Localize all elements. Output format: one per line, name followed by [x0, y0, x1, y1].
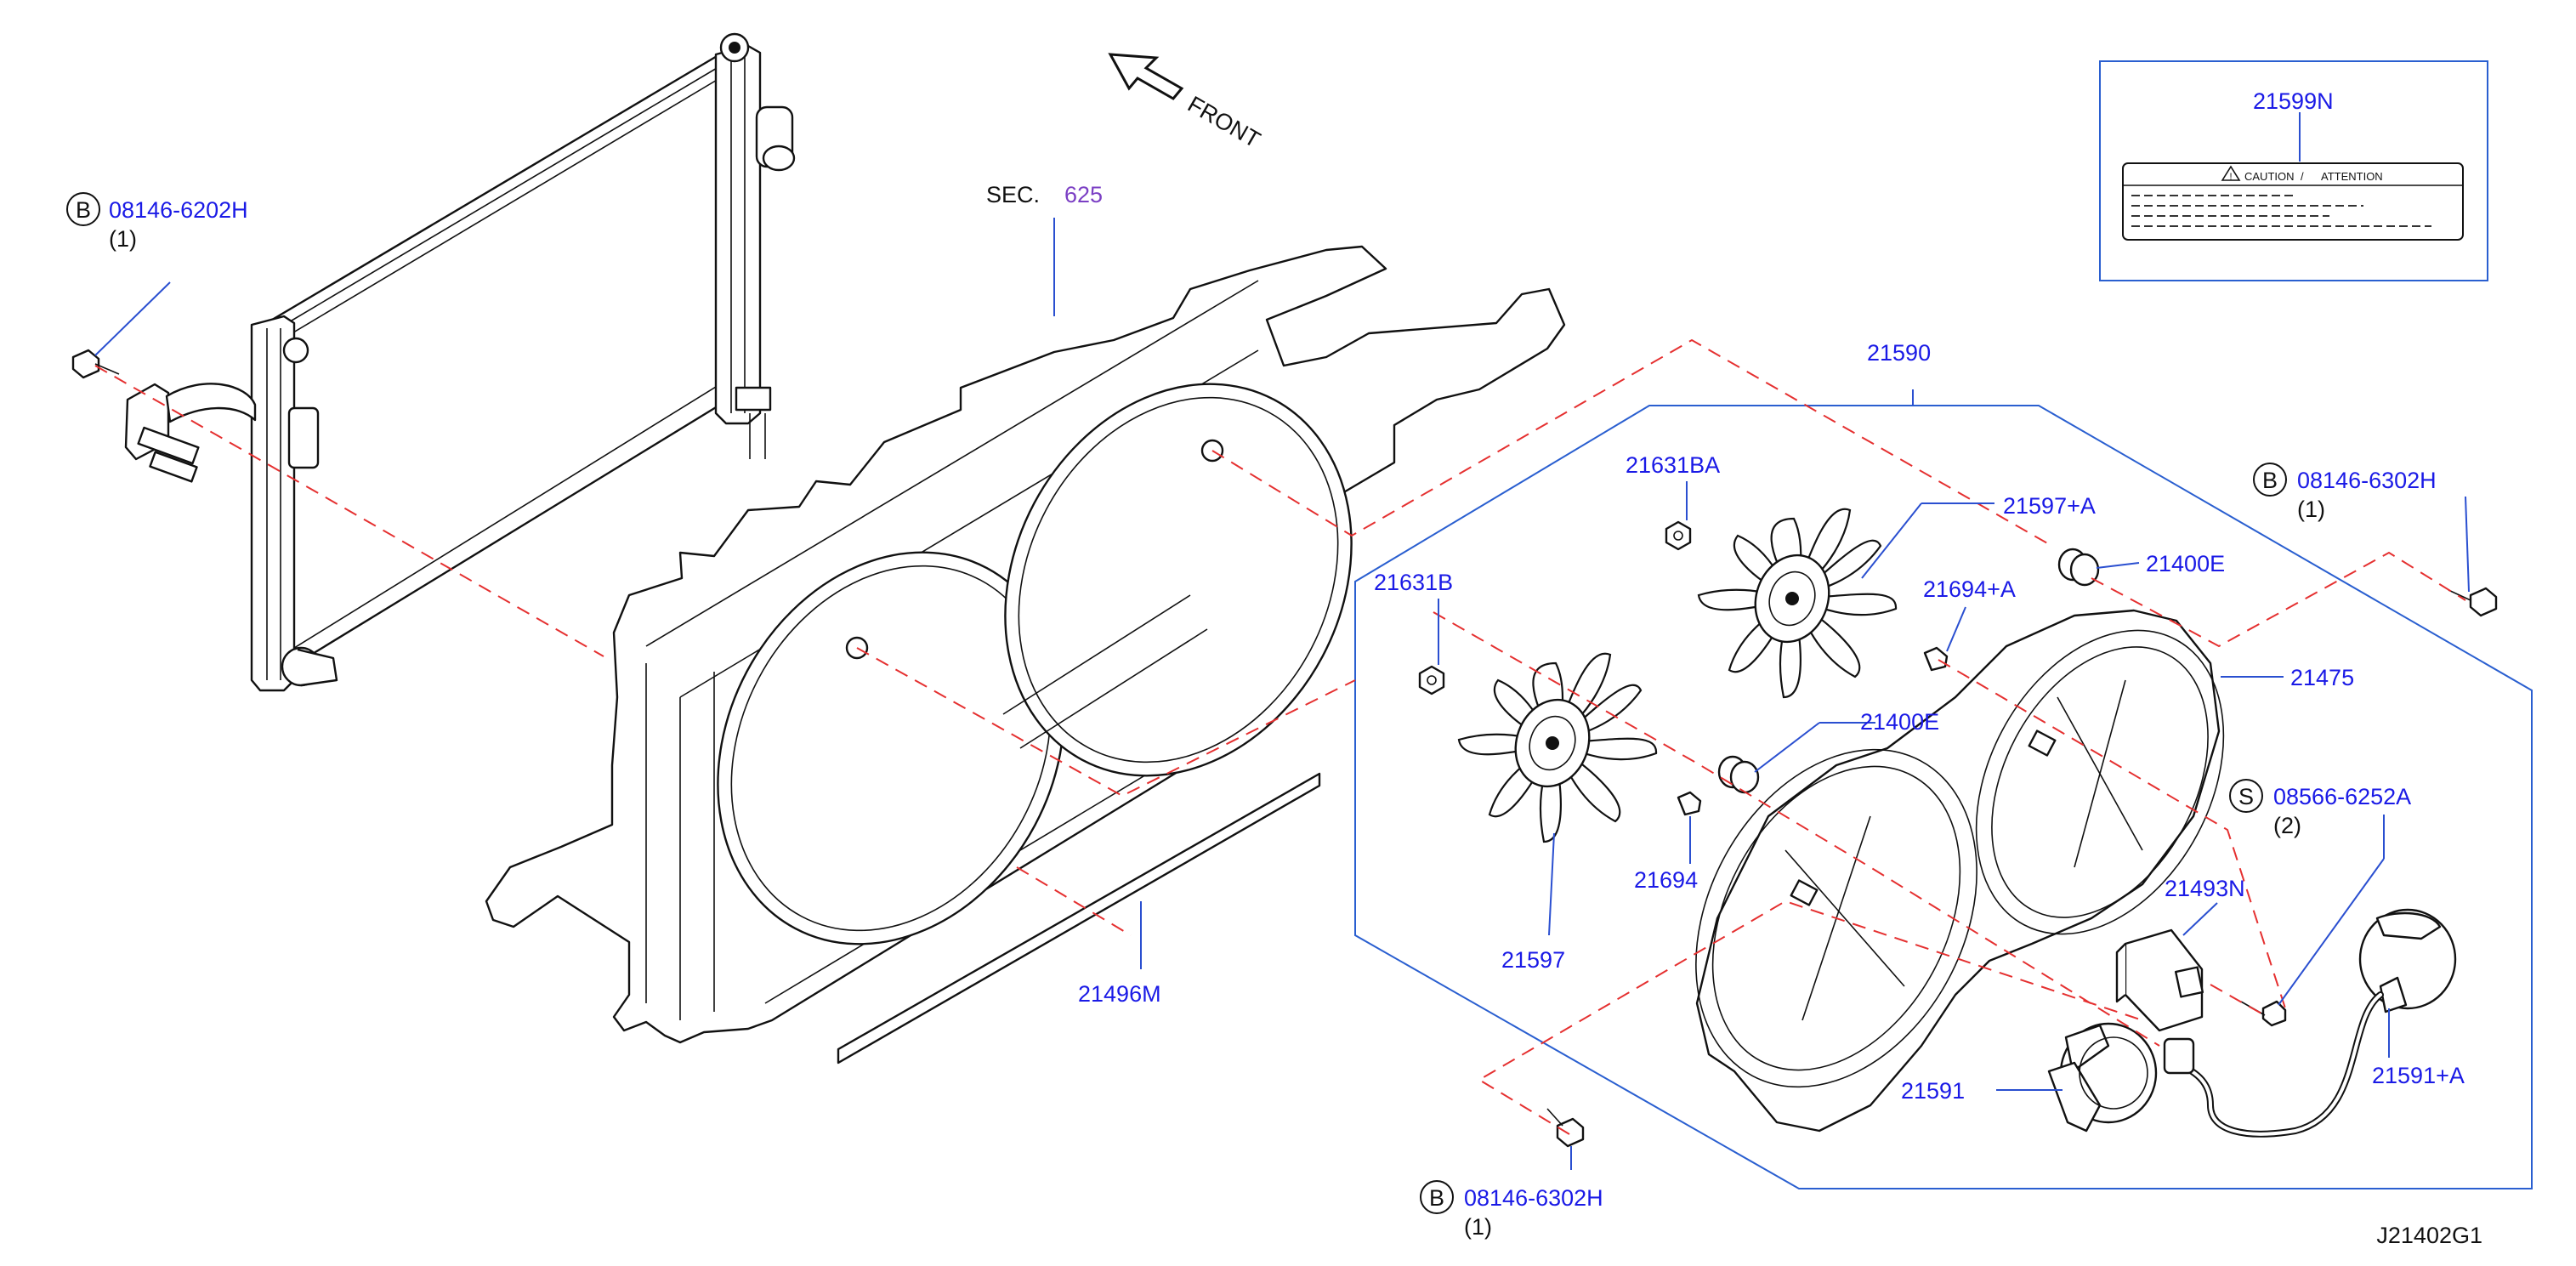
- alignment-lines: [94, 338, 2466, 1135]
- nut-21631ba-icon: [1665, 520, 1692, 551]
- bolt-right-qty: (1): [2297, 497, 2325, 522]
- section-reference: SEC. 625: [986, 182, 1103, 316]
- warning-triangle-icon: [2221, 165, 2241, 181]
- core-support-illustration: [485, 245, 1566, 1044]
- callout-bolt-top-left: B 08146-6202H (1): [66, 192, 248, 252]
- label-21694a: 21694+A: [1923, 576, 2016, 602]
- bolt-top-left-part-number: 08146-6202H: [109, 197, 248, 223]
- resistor-21493n-illustration: [2115, 928, 2204, 1032]
- front-direction-indicator: FRONT: [1108, 53, 1265, 153]
- label-21631ba: 21631BA: [1626, 452, 1720, 478]
- bolt-top-left-icon: [71, 349, 120, 379]
- screw-icon: [2240, 1000, 2287, 1027]
- seal-strip-21496m: [837, 772, 1321, 1064]
- grommet-top-icon: [2057, 548, 2100, 587]
- label-21493n: 21493N: [2165, 876, 2245, 901]
- caution-sticker: [2122, 162, 2464, 241]
- attention-text: ATTENTION: [2321, 170, 2383, 183]
- bolt-right-part-number: 08146-6302H: [2297, 468, 2437, 493]
- bolt-bottom-qty: (1): [1464, 1214, 1492, 1240]
- clip-21694a-icon: [1923, 646, 1949, 672]
- section-prefix: SEC.: [986, 182, 1040, 207]
- motor-21591-illustration: [2047, 1022, 2158, 1133]
- screw-right-part-number: 08566-6252A: [2273, 784, 2411, 809]
- screw-right-badge: S: [2238, 784, 2254, 809]
- nut-21631b-icon: [1418, 665, 1445, 695]
- callout-bolt-right: B 08146-6302H (1): [2253, 463, 2437, 522]
- grommet-mid-icon: [1717, 755, 1760, 794]
- front-arrow-icon: [1108, 53, 1184, 100]
- label-21631b: 21631B: [1374, 570, 1453, 595]
- caution-separator: /: [2301, 170, 2304, 183]
- motor-21591a-illustration: [2163, 908, 2457, 1138]
- label-21597a: 21597+A: [2003, 493, 2096, 519]
- radiator-illustration: [124, 32, 796, 692]
- bolt-bottom-part-number: 08146-6302H: [1464, 1185, 1603, 1211]
- bolt-top-left-badge: B: [76, 197, 91, 223]
- front-label: FRONT: [1183, 91, 1265, 152]
- label-21597: 21597: [1501, 947, 1565, 973]
- svg-text:!: !: [2229, 172, 2232, 182]
- caution-label-group: ! CAUTION / ATTENTION 21599N: [2099, 60, 2488, 281]
- screw-right-qty: (2): [2273, 813, 2301, 838]
- caution-text: CAUTION: [2244, 170, 2295, 183]
- fan-21597a-illustration: [1697, 508, 1898, 699]
- label-21475: 21475: [2290, 665, 2354, 690]
- bolt-top-left-qty: (1): [109, 226, 137, 252]
- sticker-text-lines: [2131, 195, 2431, 227]
- bolt-bottom-icon: [1546, 1108, 1585, 1148]
- callout-bolt-bottom: B 08146-6302H (1): [1420, 1180, 1603, 1240]
- fan-shroud-illustration: [1695, 609, 2225, 1133]
- label-21400e-top: 21400E: [2146, 551, 2225, 576]
- label-21496m: 21496M: [1078, 981, 1161, 1007]
- fan-21597-illustration: [1457, 652, 1658, 843]
- label-21400e-mid: 21400E: [1860, 709, 1939, 735]
- clip-21694-icon: [1677, 791, 1702, 816]
- label-21590: 21590: [1867, 340, 1931, 366]
- label-21591: 21591: [1901, 1078, 1965, 1104]
- bolt-right-icon: [2448, 587, 2498, 617]
- bolt-right-badge: B: [2262, 468, 2278, 493]
- callout-screw-right: S 08566-6252A (2): [2229, 779, 2411, 838]
- label-part-number: 21599N: [2253, 88, 2334, 114]
- leader-lines: [94, 281, 2470, 1170]
- fan-assembly-outline: [1354, 405, 2533, 1189]
- diagram-id: J21402G1: [2376, 1223, 2482, 1248]
- label-21694: 21694: [1634, 867, 1698, 893]
- section-number: 625: [1064, 182, 1103, 207]
- caution-label-frame: [2099, 60, 2488, 281]
- label-21591a: 21591+A: [2372, 1063, 2465, 1088]
- bolt-bottom-badge: B: [1429, 1185, 1444, 1211]
